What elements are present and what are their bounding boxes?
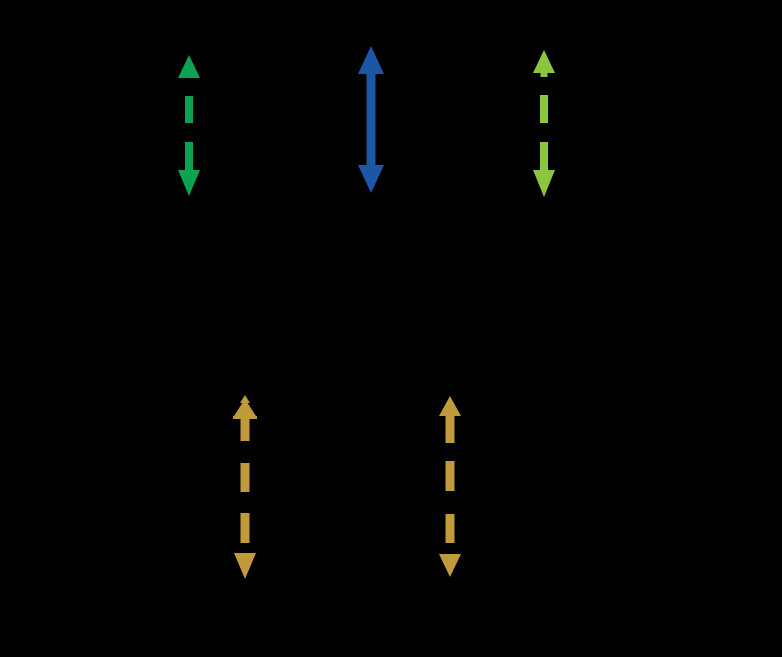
dark-green-dashed-double-arrow bbox=[178, 55, 200, 196]
gold-dashed-double-arrow-right-rect bbox=[445, 461, 455, 491]
gold-dashed-double-arrow-right-tri-down bbox=[439, 554, 461, 577]
gold-dashed-double-arrow-left-tri-down bbox=[234, 553, 256, 579]
blue-solid-double-arrow bbox=[358, 46, 384, 193]
gold-dashed-double-arrow-left-rect bbox=[233, 416, 257, 419]
gold-dashed-double-arrow-right-rect bbox=[445, 514, 455, 543]
gold-dashed-double-arrow-right bbox=[439, 396, 461, 577]
light-green-dashed-double-arrow-tri-down bbox=[533, 170, 555, 197]
dark-green-dashed-double-arrow-rect bbox=[185, 96, 193, 123]
light-green-dashed-double-arrow-rect bbox=[540, 73, 548, 77]
dark-green-dashed-double-arrow-tri-down bbox=[178, 170, 200, 196]
gold-dashed-double-arrow-left-rect bbox=[240, 513, 250, 543]
blue-solid-double-arrow-rect bbox=[366, 72, 376, 167]
gold-dashed-double-arrow-left-rect bbox=[240, 463, 250, 492]
gold-dashed-double-arrow-right-tri-up bbox=[439, 396, 461, 416]
light-green-dashed-double-arrow bbox=[533, 50, 555, 197]
light-green-dashed-double-arrow-tri-up bbox=[533, 50, 555, 73]
dark-green-dashed-double-arrow-tri-up bbox=[178, 55, 200, 78]
gold-dashed-double-arrow-left bbox=[233, 395, 257, 579]
light-green-dashed-double-arrow-rect bbox=[540, 95, 548, 123]
gold-dashed-double-arrow-left-rect bbox=[240, 419, 250, 441]
blue-solid-double-arrow-tri-down bbox=[358, 165, 384, 193]
blue-solid-double-arrow-tri-up bbox=[358, 46, 384, 74]
gold-dashed-double-arrow-left-tri-up bbox=[240, 395, 250, 403]
light-green-dashed-double-arrow-rect bbox=[540, 142, 548, 170]
gold-dashed-double-arrow-left-tri-up bbox=[234, 399, 256, 416]
gold-dashed-double-arrow-right-rect bbox=[445, 416, 455, 443]
dark-green-dashed-double-arrow-rect bbox=[185, 142, 193, 170]
